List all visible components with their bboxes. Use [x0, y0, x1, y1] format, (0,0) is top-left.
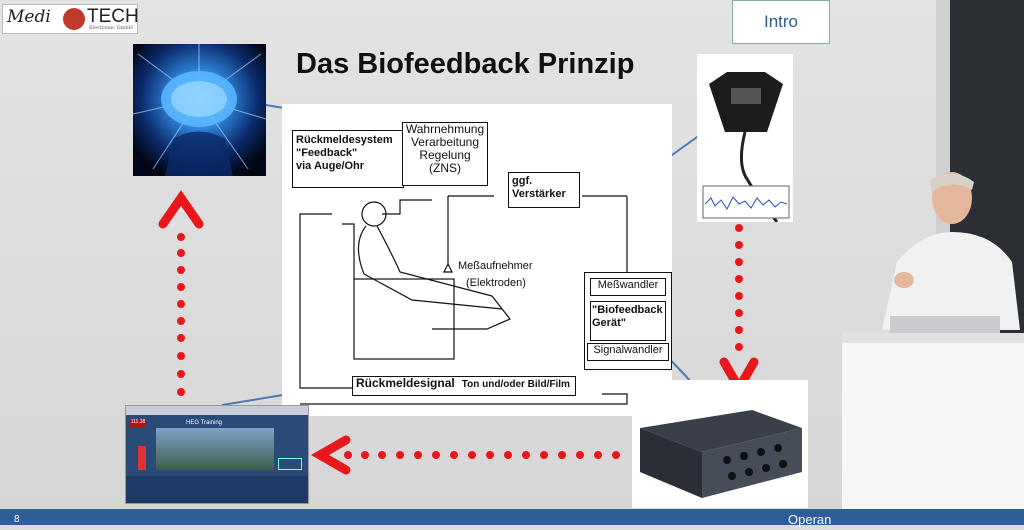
footer-bar — [0, 509, 1024, 525]
perception-line-4: (ZNS) — [429, 161, 461, 175]
perception-box: Wahrnehmung Verarbeitung Regelung (ZNS) — [402, 122, 488, 186]
feedback-system-line-1: Rückmeldesystem — [296, 134, 393, 146]
logo-mark-icon — [63, 8, 85, 30]
screen-indicator — [278, 458, 302, 470]
biofeedback-diagram: Rückmeldesystem "Feedback" via Auge/Ohr … — [282, 104, 672, 416]
screen-value: 111.38 — [130, 419, 146, 427]
feedback-signal-box: Rückmeldesignal Ton und/oder Bild/Film — [352, 376, 576, 396]
converter-box: Meßwandler — [590, 278, 666, 296]
screen-graph-area — [126, 476, 308, 503]
signal-converter-box: Signalwandler — [587, 343, 669, 361]
down-arrow-icon — [735, 224, 743, 351]
sensor-image — [697, 54, 793, 223]
section-label: Operan — [788, 512, 832, 527]
perception-line-3: Regelung — [419, 148, 471, 162]
left-arrow-head — [310, 435, 351, 475]
device-chain-box: Meßwandler "Biofeedback Gerät" Signalwan… — [584, 272, 672, 370]
feedback-system-box — [292, 130, 404, 188]
brain-image — [132, 44, 267, 176]
sensor-probe-icon — [702, 72, 790, 223]
logo-medi-text: Medi — [7, 7, 51, 27]
biofeedback-device-box: "Biofeedback Gerät" — [590, 301, 666, 341]
feedback-system-line-3: via Auge/Ohr — [296, 160, 365, 172]
feedback-system-line-2: "Feedback" — [296, 147, 358, 159]
screen-titlebar — [126, 406, 308, 415]
logo-tech-text: TECH — [87, 6, 139, 27]
amplifier-box: ggf. Verstärker — [508, 172, 580, 208]
up-arrow-icon — [177, 233, 185, 396]
sensor-label-line-1: Meßaufnehmer — [458, 260, 533, 272]
amplifier-line-2: Verstärker — [512, 188, 566, 200]
presenter-figure-icon — [842, 0, 1024, 525]
amplifier-line-1: ggf. — [512, 175, 533, 187]
brain-rays-icon — [132, 44, 267, 176]
sensor-label-line-2: (Elektroden) — [466, 277, 526, 289]
up-arrow-head — [158, 190, 204, 229]
logo-subtitle: Electronic GmbH — [89, 25, 133, 31]
feedback-signal-label: Rückmeldesignal — [356, 376, 455, 390]
biofeedback-device-line-2: Gerät" — [592, 317, 626, 329]
biofeedback-device-image — [632, 380, 808, 508]
screen-level-bar — [138, 446, 146, 470]
feedback-type-label: Ton und/oder Bild/Film — [461, 379, 570, 390]
sensor-label: Meßaufnehmer (Elektroden) — [458, 258, 533, 292]
device-box-icon — [640, 410, 802, 498]
feedback-system-label: Rückmeldesystem "Feedback" via Auge/Ohr — [294, 130, 400, 194]
biofeedback-device-line-1: "Biofeedback — [592, 304, 663, 316]
intro-button[interactable]: Intro — [732, 0, 830, 44]
perception-line-1: Wahrnehmung — [405, 122, 485, 136]
perception-line-2: Verarbeitung — [410, 135, 480, 149]
presenter-video — [842, 0, 1024, 525]
heg-training-screen: 111.38 HEG Training — [125, 405, 309, 504]
page-number: 8 — [14, 514, 20, 525]
diagram-lines — [299, 195, 628, 405]
slide-title: Das Biofeedback Prinzip — [296, 48, 635, 80]
left-arrow-icon — [344, 451, 620, 459]
screen-landscape-image — [156, 428, 274, 470]
screen-app-title: HEG Training — [186, 420, 223, 426]
meditech-logo: Medi TECH Electronic GmbH — [2, 4, 139, 34]
